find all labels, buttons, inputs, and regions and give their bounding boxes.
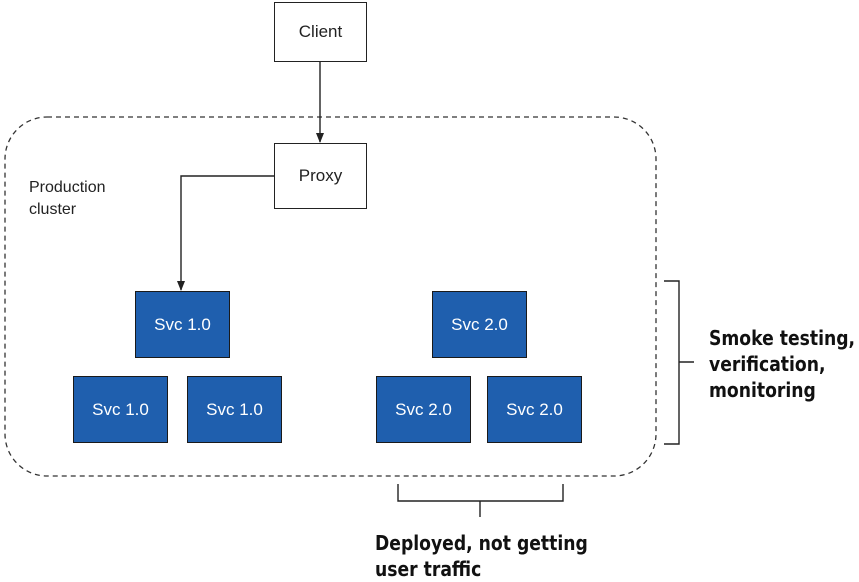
client-node: Client [274, 2, 367, 62]
annotation-bottom-line1: Deployed, not getting [375, 531, 588, 555]
right-bracket [664, 280, 694, 445]
svc-v2-label: Svc 2.0 [451, 314, 508, 334]
svc-v1-label: Svc 1.0 [154, 314, 211, 334]
proxy-label: Proxy [298, 166, 343, 185]
svc-v2-label: Svc 2.0 [506, 399, 563, 419]
svc-v2-node: Svc 2.0 [376, 376, 471, 443]
annotation-right-line3: monitoring [709, 378, 816, 402]
annotation-bottom-line2: user traffic [375, 557, 482, 581]
annotation-right-line1: Smoke testing, [709, 326, 856, 350]
proxy-node: Proxy [274, 143, 367, 209]
svc-v1-node: Svc 1.0 [187, 376, 282, 443]
cluster-label-line2: cluster [29, 201, 77, 218]
svc-v2-label: Svc 2.0 [395, 399, 452, 419]
svc-v1-label: Svc 1.0 [206, 399, 263, 419]
production-cluster-boundary [4, 116, 657, 477]
cluster-label-line1: Production [29, 179, 106, 196]
svc-v1-node: Svc 1.0 [135, 291, 230, 358]
svc-v2-node: Svc 2.0 [432, 291, 527, 358]
deployed-annotation: Deployed, not getting user traffic [375, 530, 588, 582]
smoke-testing-annotation: Smoke testing, verification, monitoring [709, 325, 855, 403]
proxy-to-svc1-arrow [177, 175, 274, 291]
bottom-bracket [397, 484, 564, 517]
svc-v1-node: Svc 1.0 [73, 376, 168, 443]
annotation-right-line2: verification, [709, 352, 826, 376]
svc-v2-node: Svc 2.0 [487, 376, 582, 443]
svc-v1-label: Svc 1.0 [92, 399, 149, 419]
cluster-label: Production cluster [29, 177, 106, 221]
client-label: Client [298, 22, 343, 41]
